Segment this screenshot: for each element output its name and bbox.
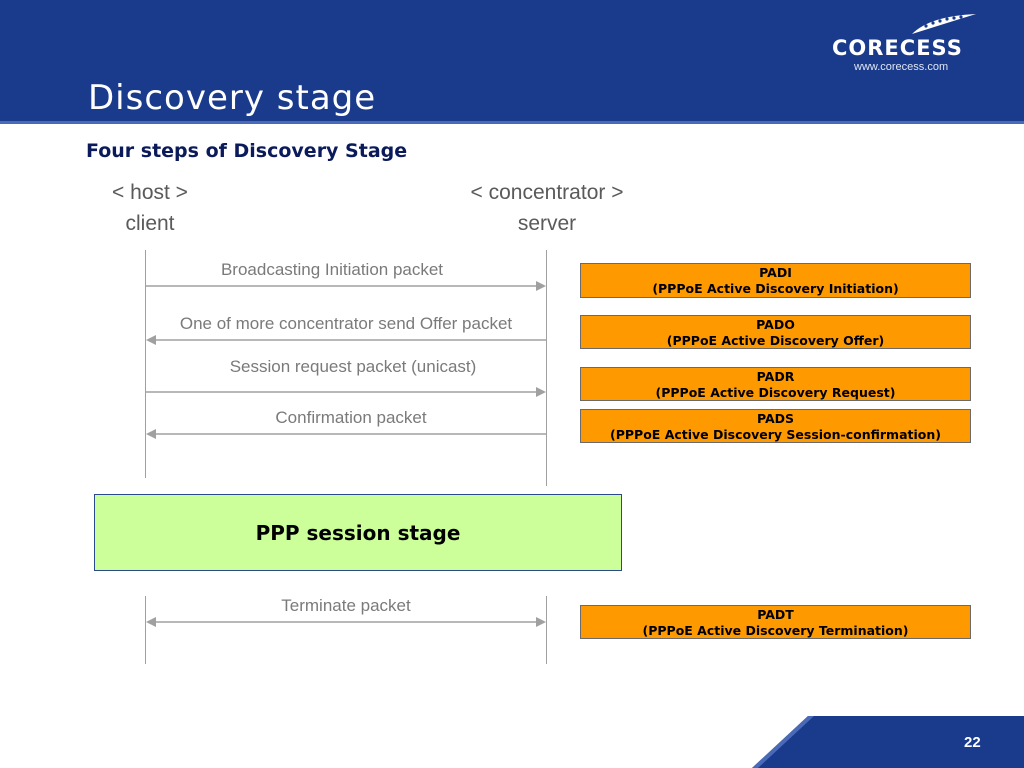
packet-box-pads: PADS (PPPoE Active Discovery Session-con…: [580, 409, 971, 443]
slide-title: Discovery stage: [88, 78, 377, 118]
arrow-padt-head-left: [146, 617, 156, 627]
packet-box-pado: PADO (PPPoE Active Discovery Offer): [580, 315, 971, 349]
header-divider: [0, 121, 1024, 124]
client-lifeline-lower: [145, 596, 146, 664]
server-label: server: [517, 212, 577, 235]
logo-url: www.corecess.com: [854, 61, 949, 73]
packet-box-padt: PADT (PPPoE Active Discovery Termination…: [580, 605, 971, 639]
server-lifeline: [546, 250, 547, 486]
ppp-session-stage-box: PPP session stage: [94, 494, 622, 571]
packet-desc: (PPPoE Active Discovery Request): [655, 385, 896, 400]
arrow-padi-head: [536, 281, 546, 291]
message-label-padr: Session request packet (unicast): [229, 357, 477, 376]
arrow-padt-head-right: [536, 617, 546, 627]
message-label-pads: Confirmation packet: [275, 408, 427, 427]
corecess-logo: CORECESS www.corecess.com: [832, 12, 982, 74]
page-number: 22: [964, 734, 981, 751]
packet-code: PADO: [756, 317, 795, 332]
client-label: client: [125, 212, 175, 235]
arrow-pads-head: [146, 429, 156, 439]
packet-desc: (PPPoE Active Discovery Offer): [666, 333, 885, 348]
message-label-pado: One of more concentrator send Offer pack…: [179, 314, 513, 333]
host-client-label: < host > client: [90, 177, 210, 239]
arrow-padr-head: [536, 387, 546, 397]
server-lifeline-lower: [546, 596, 547, 664]
client-lifeline: [145, 250, 146, 478]
header-band: [0, 0, 1024, 124]
logo-dots-icon: [912, 14, 976, 34]
packet-desc: (PPPoE Active Discovery Initiation): [652, 281, 899, 296]
logo-wordmark: CORECESS: [832, 36, 963, 60]
packet-box-padi: PADI (PPPoE Active Discovery Initiation): [580, 263, 971, 298]
arrow-pado-head: [146, 335, 156, 345]
concentrator-label: < concentrator >: [470, 181, 624, 204]
packet-desc: (PPPoE Active Discovery Termination): [642, 623, 909, 638]
message-label-padt: Terminate packet: [281, 596, 411, 615]
message-label-padi: Broadcasting Initiation packet: [220, 260, 444, 279]
packet-code: PADT: [757, 607, 794, 622]
packet-code: PADI: [759, 265, 792, 280]
packet-code: PADR: [756, 369, 795, 384]
packet-box-padr: PADR (PPPoE Active Discovery Request): [580, 367, 971, 401]
packet-desc: (PPPoE Active Discovery Session-confirma…: [610, 427, 941, 442]
section-subtitle: Four steps of Discovery Stage: [86, 140, 408, 162]
packet-code: PADS: [756, 411, 795, 426]
concentrator-server-label: < concentrator > server: [447, 177, 647, 239]
host-label: < host >: [112, 181, 188, 204]
